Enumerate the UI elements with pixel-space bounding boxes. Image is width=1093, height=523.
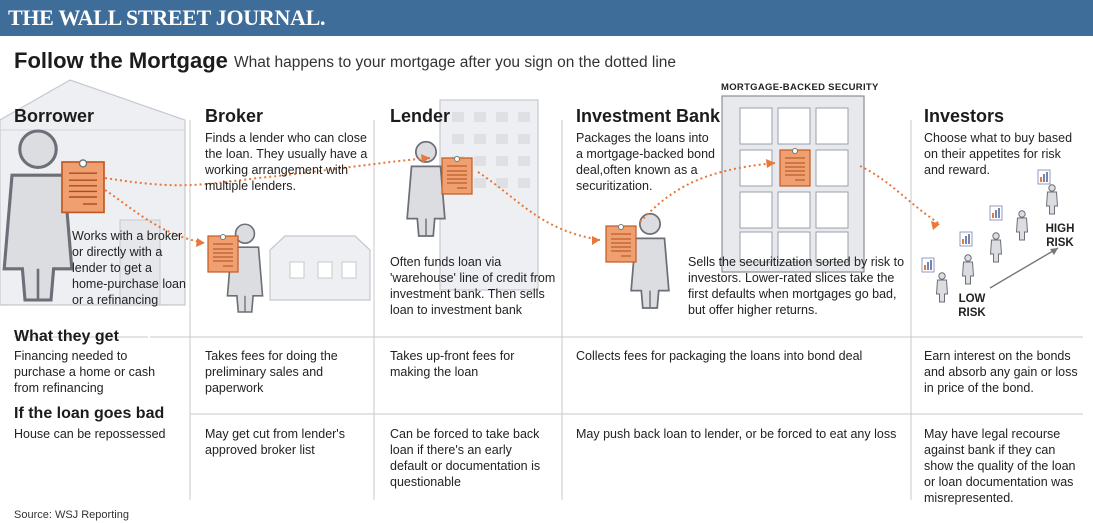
investors-description: Choose what to buy based on their appeti… [924, 131, 1073, 177]
investment-bank-bad: May push back loan to lender, or be forc… [576, 427, 897, 441]
column-header-borrower: Borrower [14, 106, 95, 126]
wsj-logo: THE WALL STREET JOURNAL. [8, 5, 326, 30]
investment-bank-person-icon [605, 212, 670, 309]
lender-description: Often funds loan via 'warehouse' line of… [390, 255, 556, 317]
column-header-investment-bank: Investment Bank [576, 106, 721, 126]
dotted-arrow-icon [104, 157, 941, 244]
column-header-lender: Lender [390, 106, 451, 126]
broker-person-icon [207, 223, 264, 313]
broker-gets: Takes fees for doing the preliminary sal… [205, 349, 338, 395]
investors-bad: May have legal recourse against bank if … [924, 427, 1076, 505]
lender-bad: Can be forced to take back loan if there… [390, 427, 541, 489]
masthead: THE WALL STREET JOURNAL. [0, 0, 1093, 36]
low-risk-label: LOW RISK [958, 293, 986, 319]
page-title: Follow the Mortgage [14, 48, 228, 73]
investment-bank-description: Packages the loans into a mortgage-backe… [576, 131, 715, 193]
borrower-bad: House can be repossessed [14, 427, 166, 441]
high-risk-label: HIGH RISK [1045, 223, 1075, 249]
if-loan-goes-bad-heading: If the loan goes bad [14, 405, 165, 422]
borrower-description: Works with a broker or directly with a l… [72, 229, 186, 307]
mbs-label: MORTGAGE-BACKED SECURITY [721, 82, 879, 93]
page-subtitle: What happens to your mortgage after you … [234, 54, 677, 71]
office-building-icon [439, 99, 539, 291]
arrowheads [196, 154, 940, 247]
row-dividers [14, 336, 1083, 415]
investment-bank-description-2: Sells the securitization sorted by risk … [688, 255, 905, 317]
broker-description: Finds a lender who can close the loan. T… [205, 131, 368, 193]
what-they-get-heading: What they get [14, 328, 119, 345]
risk-arrow-icon [989, 247, 1059, 289]
investors-gets: Earn interest on the bonds and absorb an… [924, 349, 1078, 395]
broker-bad: May get cut from lender's approved broke… [205, 427, 345, 457]
mortgage-backed-security-icon [721, 95, 865, 273]
column-header-broker: Broker [205, 106, 264, 126]
broker-house-icon [269, 235, 371, 301]
borrower-gets: Financing needed to purchase a home or c… [14, 349, 156, 395]
source-note: Source: WSJ Reporting [14, 509, 129, 521]
investment-bank-gets: Collects fees for packaging the loans in… [576, 349, 863, 363]
column-header-investors: Investors [924, 106, 1005, 126]
column-dividers [189, 120, 912, 500]
lender-gets: Takes up-front fees for making the loan [390, 349, 515, 379]
